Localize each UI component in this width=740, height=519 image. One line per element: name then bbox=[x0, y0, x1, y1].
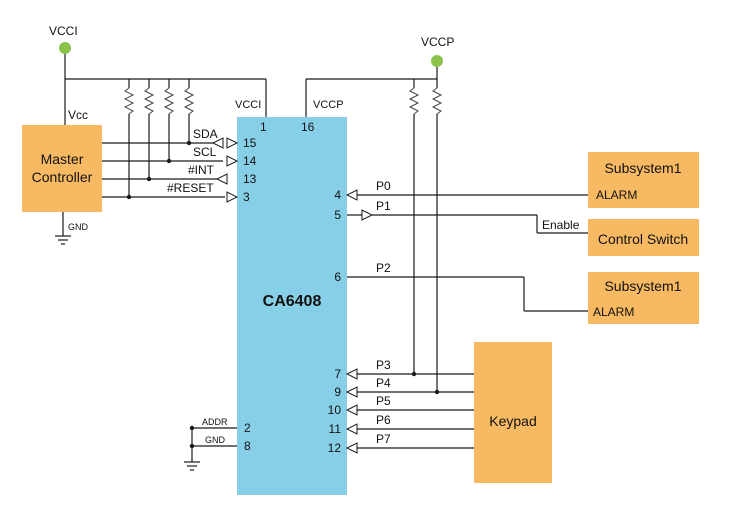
chip-name: CA6408 bbox=[263, 293, 322, 310]
bus-name-sda: SDA bbox=[193, 127, 218, 141]
keypad-block bbox=[474, 342, 552, 483]
subsystem2-block bbox=[588, 272, 699, 324]
bus-pin-scl: 14 bbox=[243, 154, 257, 168]
port-pin-p0: 4 bbox=[334, 188, 341, 202]
vccp-power-dot bbox=[431, 55, 443, 67]
vcci-power-label: VCCI bbox=[49, 24, 78, 38]
chip-pin-vcci: 1 bbox=[260, 120, 267, 134]
bus-name-int: #INT bbox=[188, 163, 215, 177]
enable-label: Enable bbox=[542, 218, 580, 232]
port-name-p2: P2 bbox=[376, 261, 391, 275]
port-name-p1: P1 bbox=[376, 199, 391, 213]
vccp-power-label: VCCP bbox=[421, 35, 454, 49]
port-pin-p2: 6 bbox=[334, 270, 341, 284]
control-switch-title: Control Switch bbox=[598, 231, 688, 247]
port-pin-p4: 9 bbox=[334, 385, 341, 399]
chip-vcci-label: VCCI bbox=[235, 99, 261, 111]
port-name-p0: P0 bbox=[376, 179, 391, 193]
port-pin-p5: 10 bbox=[328, 403, 342, 417]
pullup-resistors-vcci bbox=[123, 87, 195, 197]
bus-pin-int: 13 bbox=[243, 172, 257, 186]
subsystem2-alarm-label: ALARM bbox=[593, 305, 634, 319]
chip-pin-gnd: 8 bbox=[244, 439, 251, 453]
master-gnd-label: GND bbox=[68, 222, 89, 232]
subsystem1-alarm-label: ALARM bbox=[596, 188, 637, 202]
bus-wires bbox=[102, 137, 239, 203]
subsystem1-title: Subsystem1 bbox=[604, 160, 681, 176]
vcci-rail bbox=[64, 54, 267, 125]
chip-pin-addr: 2 bbox=[244, 421, 251, 435]
chip-body bbox=[237, 117, 347, 495]
master-vcc-label: Vcc bbox=[68, 108, 88, 122]
vccp-rail bbox=[305, 67, 443, 392]
subsystem1-block bbox=[588, 152, 699, 208]
master-title-line1: Master bbox=[41, 151, 84, 167]
vcci-power-dot bbox=[59, 42, 71, 54]
master-title-line2: Controller bbox=[32, 169, 93, 185]
chip-gnd-label: GND bbox=[205, 435, 226, 445]
port-name-p7: P7 bbox=[376, 432, 391, 446]
port-name-p3: P3 bbox=[376, 358, 391, 372]
chip-vccp-label: VCCP bbox=[313, 99, 344, 111]
port-name-p4: P4 bbox=[376, 376, 391, 390]
keypad-title: Keypad bbox=[489, 413, 536, 429]
bus-name-reset: #RESET bbox=[167, 181, 214, 195]
port-name-p5: P5 bbox=[376, 394, 391, 408]
port-pin-p3: 7 bbox=[334, 367, 341, 381]
master-controller-block bbox=[22, 125, 102, 212]
port-pin-p6: 11 bbox=[329, 422, 342, 436]
port-pin-p7: 12 bbox=[328, 441, 342, 455]
bus-name-scl: SCL bbox=[193, 145, 217, 159]
addr-gnd-wires bbox=[184, 425, 237, 471]
subsystem2-title: Subsystem1 bbox=[604, 278, 681, 294]
port-pin-p1: 5 bbox=[334, 208, 341, 222]
bus-pin-reset: 3 bbox=[243, 190, 250, 204]
port-name-p6: P6 bbox=[376, 413, 391, 427]
chip-pin-vccp: 16 bbox=[301, 120, 315, 134]
master-gnd-symbol bbox=[55, 212, 71, 245]
port-wires bbox=[345, 189, 588, 454]
control-switch-block bbox=[588, 219, 699, 256]
bus-pin-sda: 15 bbox=[243, 136, 257, 150]
chip-addr-label: ADDR bbox=[202, 417, 228, 427]
